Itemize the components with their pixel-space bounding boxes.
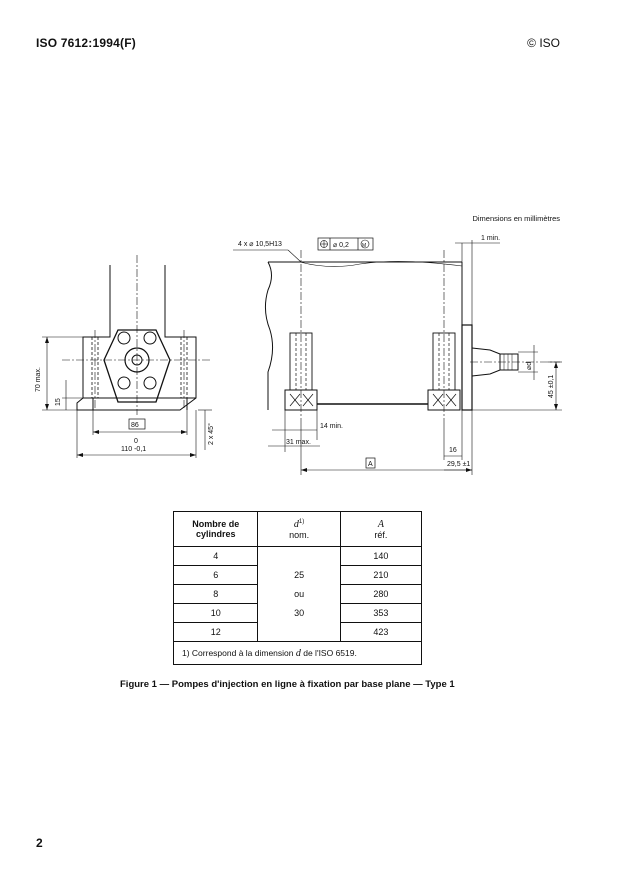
document-standard-id: ISO 7612:1994(F) (36, 36, 136, 50)
height-70-label: 70 max. (35, 367, 42, 392)
flange-plate (103, 329, 171, 403)
dim-16-label: 16 (449, 447, 457, 454)
dim-15-label: 15 (55, 398, 62, 406)
table-row: 6 25 210 (172, 565, 423, 585)
cylinder-table: Nombre de cylindres d1) nom. A réf. 4 14… (172, 511, 423, 665)
tolerance-frame: ⌀ 0,2 M (317, 237, 374, 251)
table-footnote: 1) Correspond à la dimension d de l'ISO … (173, 641, 422, 665)
dia-d-label: ⌀d (526, 362, 533, 370)
header-d: d1) nom. (257, 511, 341, 547)
width-110-label: 110 -0,1 (121, 446, 146, 453)
min-14-label: 14 min. (320, 423, 343, 430)
min-1-label: 1 min. (481, 235, 500, 242)
table-row: 4 140 (172, 546, 423, 566)
svg-text:A: A (368, 461, 373, 468)
table-row: 12 423 (172, 622, 423, 642)
figure-caption: Figure 1 — Pompes d'injection en ligne à… (120, 679, 455, 690)
dimension-A-box: A (365, 457, 376, 469)
side-view-break-line (264, 261, 274, 410)
table-row: 8 ou 280 (172, 584, 423, 604)
copyright-mark: © ISO (527, 36, 560, 50)
svg-text:M: M (362, 243, 366, 249)
header-A: A réf. (339, 511, 423, 547)
dim-45-label: 45 ±0,1 (548, 375, 555, 398)
units-note: Dimensions en millimètres (472, 214, 560, 223)
header-cylinders: Nombre de cylindres (172, 511, 259, 547)
hole-spec-label: 4 x ⌀ 10,5H13 (238, 241, 282, 248)
svg-text:⌀ 0,2: ⌀ 0,2 (333, 242, 349, 249)
dim-29-label: 29,5 ±1 (447, 461, 470, 468)
table-row: 10 30 353 (172, 603, 423, 623)
page-number: 2 (36, 836, 43, 850)
width-110-upper: 0 (134, 438, 138, 445)
max-31-label: 31 max. (286, 439, 311, 446)
width-86-box: 86 (128, 418, 146, 430)
chamfer-label: 2 x 45° (207, 423, 215, 445)
svg-text:86: 86 (131, 422, 139, 429)
technical-drawing: 4 x ⌀ 10,5H13 ⌀ 0,2 M 1 min. 70 max. 15 … (35, 235, 562, 475)
